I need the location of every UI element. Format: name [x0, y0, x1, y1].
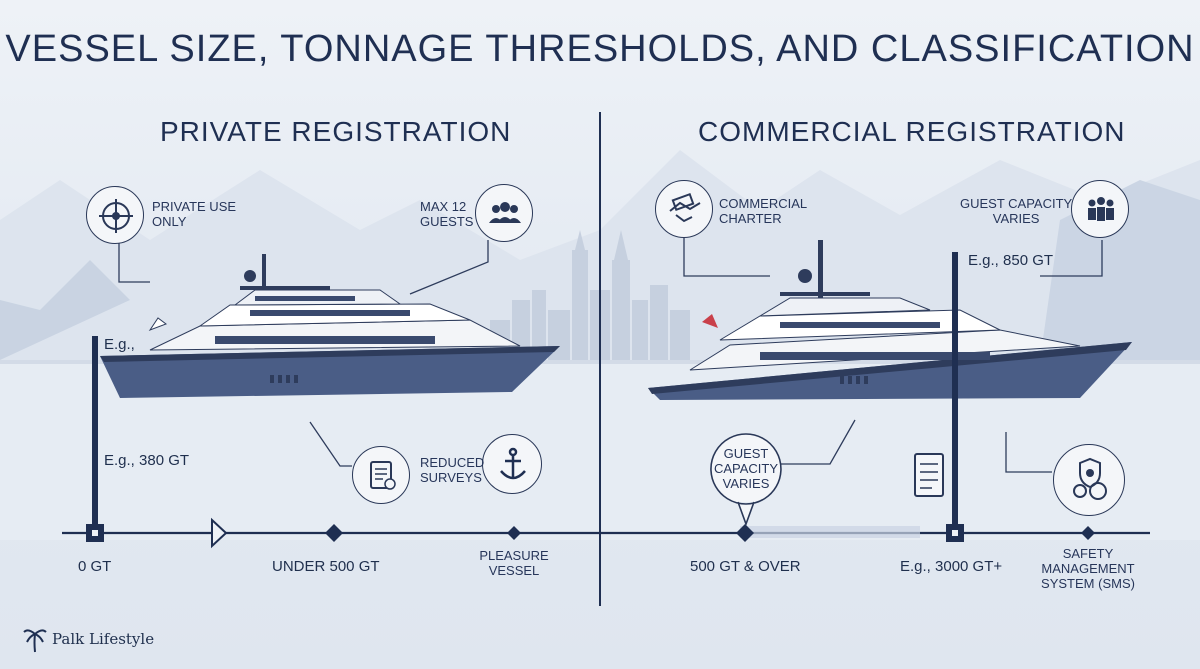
tick-pleasure-vessel: PLEASURE VESSEL [479, 548, 549, 578]
guest-capacity-bubble-label: GUEST CAPACITY VARIES [713, 446, 779, 491]
guest-capacity-top-label: GUEST CAPACITY VARIES [960, 196, 1073, 226]
eg-850-label: E.g., 850 GT [968, 252, 1054, 269]
guest-capacity-bubble [710, 433, 782, 527]
private-registration-heading: PRIVATE REGISTRATION [160, 116, 512, 147]
eg-top-label: E.g., [104, 336, 135, 353]
eg-380-label: E.g., 380 GT [104, 452, 190, 469]
max-guests-label: MAX 12 GUESTS [420, 199, 474, 229]
anchor-icon [482, 434, 542, 494]
tick-500-gt-over: 500 GT & OVER [690, 558, 801, 575]
safety-shield-gears-icon [1053, 444, 1125, 516]
page-title: VESSEL SIZE, TONNAGE THRESHOLDS, AND CLA… [5, 28, 1195, 70]
reduced-surveys-label: REDUCED SURVEYS [420, 455, 485, 485]
tick-0-gt: 0 GT [78, 558, 112, 575]
tick-sms: SAFETY MANAGEMENT SYSTEM (SMS) [1041, 546, 1135, 591]
commercial-charter-label: COMMERCIAL CHARTER [719, 196, 808, 226]
tick-under-500-gt: UNDER 500 GT [272, 558, 380, 575]
clipboard-icon [914, 453, 944, 497]
people-group-icon [1071, 180, 1129, 238]
handshake-icon [655, 180, 713, 238]
brand-name: Palk Lifestyle [52, 630, 155, 648]
guests-icon [475, 184, 533, 242]
palm-logo-icon [23, 629, 47, 653]
private-use-label: PRIVATE USE ONLY [152, 199, 237, 229]
commercial-registration-heading: COMMERCIAL REGISTRATION [698, 116, 1126, 147]
helm-icon [86, 186, 144, 244]
tick-3000-gt: E.g., 3000 GT+ [900, 558, 1003, 575]
checklist-icon [352, 446, 410, 504]
